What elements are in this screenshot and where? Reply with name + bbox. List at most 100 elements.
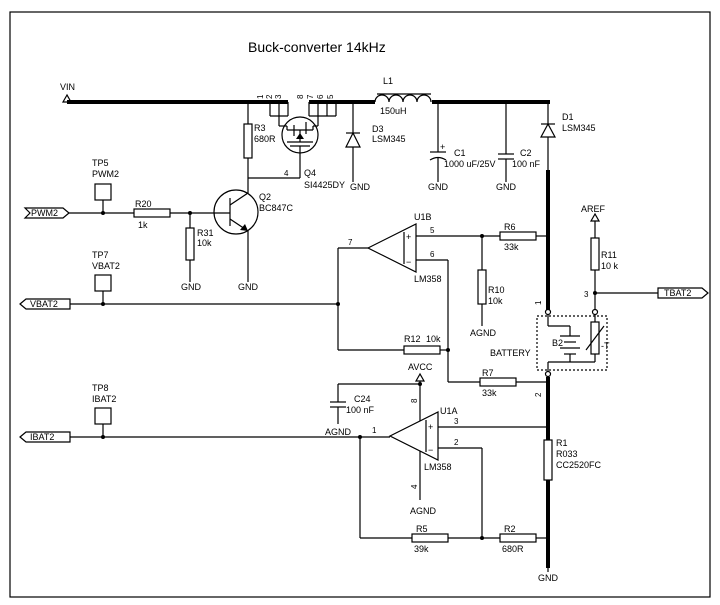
r7-ref: R7: [482, 368, 494, 378]
u1b-pin-6: 6: [430, 250, 435, 259]
d1-value: LSM345: [562, 123, 596, 133]
b2-battery: -T B2 BATTERY 1 2 3: [490, 290, 610, 397]
u1a-minus: −: [428, 445, 433, 455]
r3-ref: R3: [254, 123, 266, 133]
vin-label: VIN: [60, 82, 75, 92]
r10-value: 10k: [488, 296, 503, 306]
d3-ref: D3: [372, 124, 384, 134]
d1-diode: D1 LSM345: [539, 102, 596, 310]
avcc-net: AVCC: [408, 362, 433, 382]
q4-pin-3: 3: [274, 94, 283, 99]
c1-capacitor: + C1 1000 uF/25V GND: [428, 102, 496, 192]
tp7-testpoint: TP7 VBAT2: [92, 250, 120, 304]
r3-value: 680R: [254, 134, 276, 144]
c1-ref: C1: [454, 148, 466, 158]
u1b-pin-7: 7: [348, 238, 353, 247]
tbat-port: TBAT2: [657, 287, 709, 299]
r12-value: 10k: [426, 334, 441, 344]
r7-resistor: R7 33k: [448, 368, 548, 398]
u1b-ref: U1B: [414, 212, 432, 222]
r5-value: 39k: [414, 544, 429, 554]
q4-pin-6: 6: [316, 94, 325, 99]
q4-pin-8: 8: [296, 94, 305, 99]
r31-resistor: R31 10k GND: [181, 213, 214, 292]
r10-ref: R10: [488, 285, 505, 295]
avcc-label: AVCC: [408, 362, 433, 372]
r5-resistor: R5 39k: [360, 524, 500, 554]
r5-ref: R5: [416, 524, 428, 534]
q4-pin-1: 1: [256, 94, 265, 99]
r10-resistor: R10 10k AGND: [470, 236, 505, 338]
r1-shunt: R1 R033 CC2520FC: [543, 438, 602, 481]
r2-value: 680R: [502, 544, 524, 554]
b2-temp: -T: [601, 341, 610, 351]
u1a-pin-2: 2: [454, 438, 459, 447]
u1a-value: LM358: [424, 462, 452, 472]
u1b-opamp: + − 5 6 7 U1B LM358: [348, 212, 500, 382]
c24-capacitor: C24 100 nF AGND: [325, 384, 375, 437]
q4-pin-5: 5: [326, 94, 335, 99]
schematic-title: Buck-converter 14kHz: [248, 39, 386, 55]
tp5-net: PWM2: [92, 169, 119, 179]
c2-value: 100 nF: [512, 159, 541, 169]
tp8-net: IBAT2: [92, 394, 116, 404]
q4-ref: Q4: [304, 168, 316, 178]
b2-value: BATTERY: [490, 348, 531, 358]
c1-value: 1000 uF/25V: [444, 159, 496, 169]
u1a-pin-1: 1: [372, 426, 377, 435]
frame: [9, 11, 711, 598]
b2-ref: B2: [552, 338, 563, 348]
tp8-testpoint: TP8 IBAT2: [92, 383, 116, 437]
r11-resistor: R11 10 k: [590, 221, 619, 310]
d1-ref: D1: [562, 112, 574, 122]
q2-transistor: Q2 BC847C GND: [170, 178, 294, 292]
u1a-agnd: AGND: [410, 506, 437, 516]
b2-pin-2: 2: [534, 392, 543, 397]
d3-gnd: GND: [350, 182, 371, 192]
r12-resistor: R12 10k: [338, 334, 448, 355]
r3-resistor: R3 680R: [243, 102, 276, 178]
q4-pin-4: 4: [284, 169, 289, 178]
l1-value: 150uH: [380, 106, 407, 116]
tp8-ref: TP8: [92, 383, 109, 393]
r20-resistor: R20 1k: [133, 199, 171, 230]
tp5-ref: TP5: [92, 158, 109, 168]
u1a-pin-4: 4: [410, 484, 419, 489]
c2-capacitor: C2 100 nF GND: [496, 102, 541, 192]
r1-ref: R1: [556, 438, 568, 448]
u1b-value: LM358: [414, 274, 442, 284]
q2-value: BC847C: [259, 203, 294, 213]
r1-gnd: GND: [538, 573, 559, 583]
u1a-pin-8: 8: [410, 398, 419, 403]
vbat-port: VBAT2: [19, 298, 71, 310]
r11-value: 10 k: [601, 261, 619, 271]
c1-gnd: GND: [428, 182, 449, 192]
r10-agnd: AGND: [470, 328, 497, 338]
aref-net: AREF: [581, 204, 606, 222]
r31-ref: R31: [197, 228, 214, 238]
c2-gnd: GND: [496, 182, 517, 192]
r6-value: 33k: [504, 242, 519, 252]
l1-inductor: L1 150uH: [374, 76, 432, 116]
pwm-port-label: PWM2: [31, 208, 58, 218]
u1b-plus: +: [406, 232, 411, 242]
b2-pin-1: 1: [534, 300, 543, 305]
q2-ref: Q2: [259, 192, 271, 202]
r20-value: 1k: [138, 220, 148, 230]
u1a-ref: U1A: [440, 406, 458, 416]
tp7-ref: TP7: [92, 250, 109, 260]
c2-ref: C2: [520, 148, 532, 158]
ibat-port: IBAT2: [19, 431, 71, 443]
q4-pin-2: 2: [265, 94, 274, 99]
c24-agnd: AGND: [325, 427, 352, 437]
d3-value: LSM345: [372, 134, 406, 144]
b2-pin-3: 3: [584, 290, 589, 299]
tp7-net: VBAT2: [92, 261, 120, 271]
c24-value: 100 nF: [346, 405, 375, 415]
r2-resistor: R2 680R: [499, 524, 548, 554]
tp5-testpoint: TP5 PWM2: [92, 158, 119, 213]
u1a-pin-3: 3: [454, 417, 459, 426]
r12-ref: R12: [404, 334, 421, 344]
r6-ref: R6: [504, 222, 516, 232]
